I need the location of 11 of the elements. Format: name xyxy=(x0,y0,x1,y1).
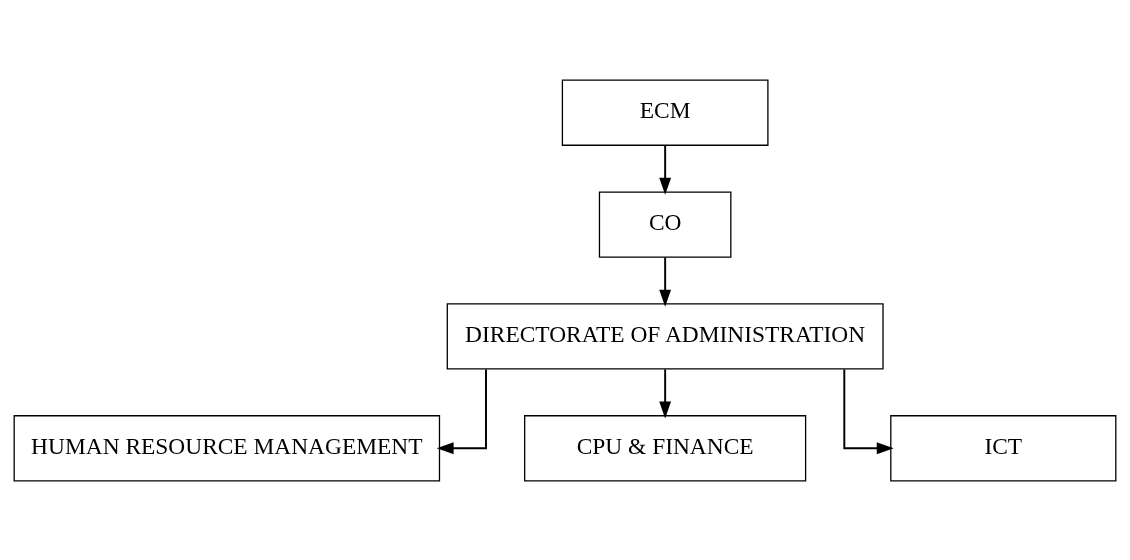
arrow xyxy=(436,367,487,454)
arrow xyxy=(659,256,672,307)
node-box: HUMAN RESOURCE MANAGEMENT xyxy=(13,414,441,481)
node-box: CPU & FINANCE xyxy=(524,414,807,481)
node-box: DIRECTORATE OF ADMINISTRATION xyxy=(446,302,884,370)
node-box: CO xyxy=(598,190,732,258)
arrow xyxy=(843,367,894,454)
node-box: ECM xyxy=(561,79,769,146)
arrow xyxy=(659,367,672,418)
arrow xyxy=(659,144,672,195)
node-box: ICT xyxy=(890,414,1117,481)
